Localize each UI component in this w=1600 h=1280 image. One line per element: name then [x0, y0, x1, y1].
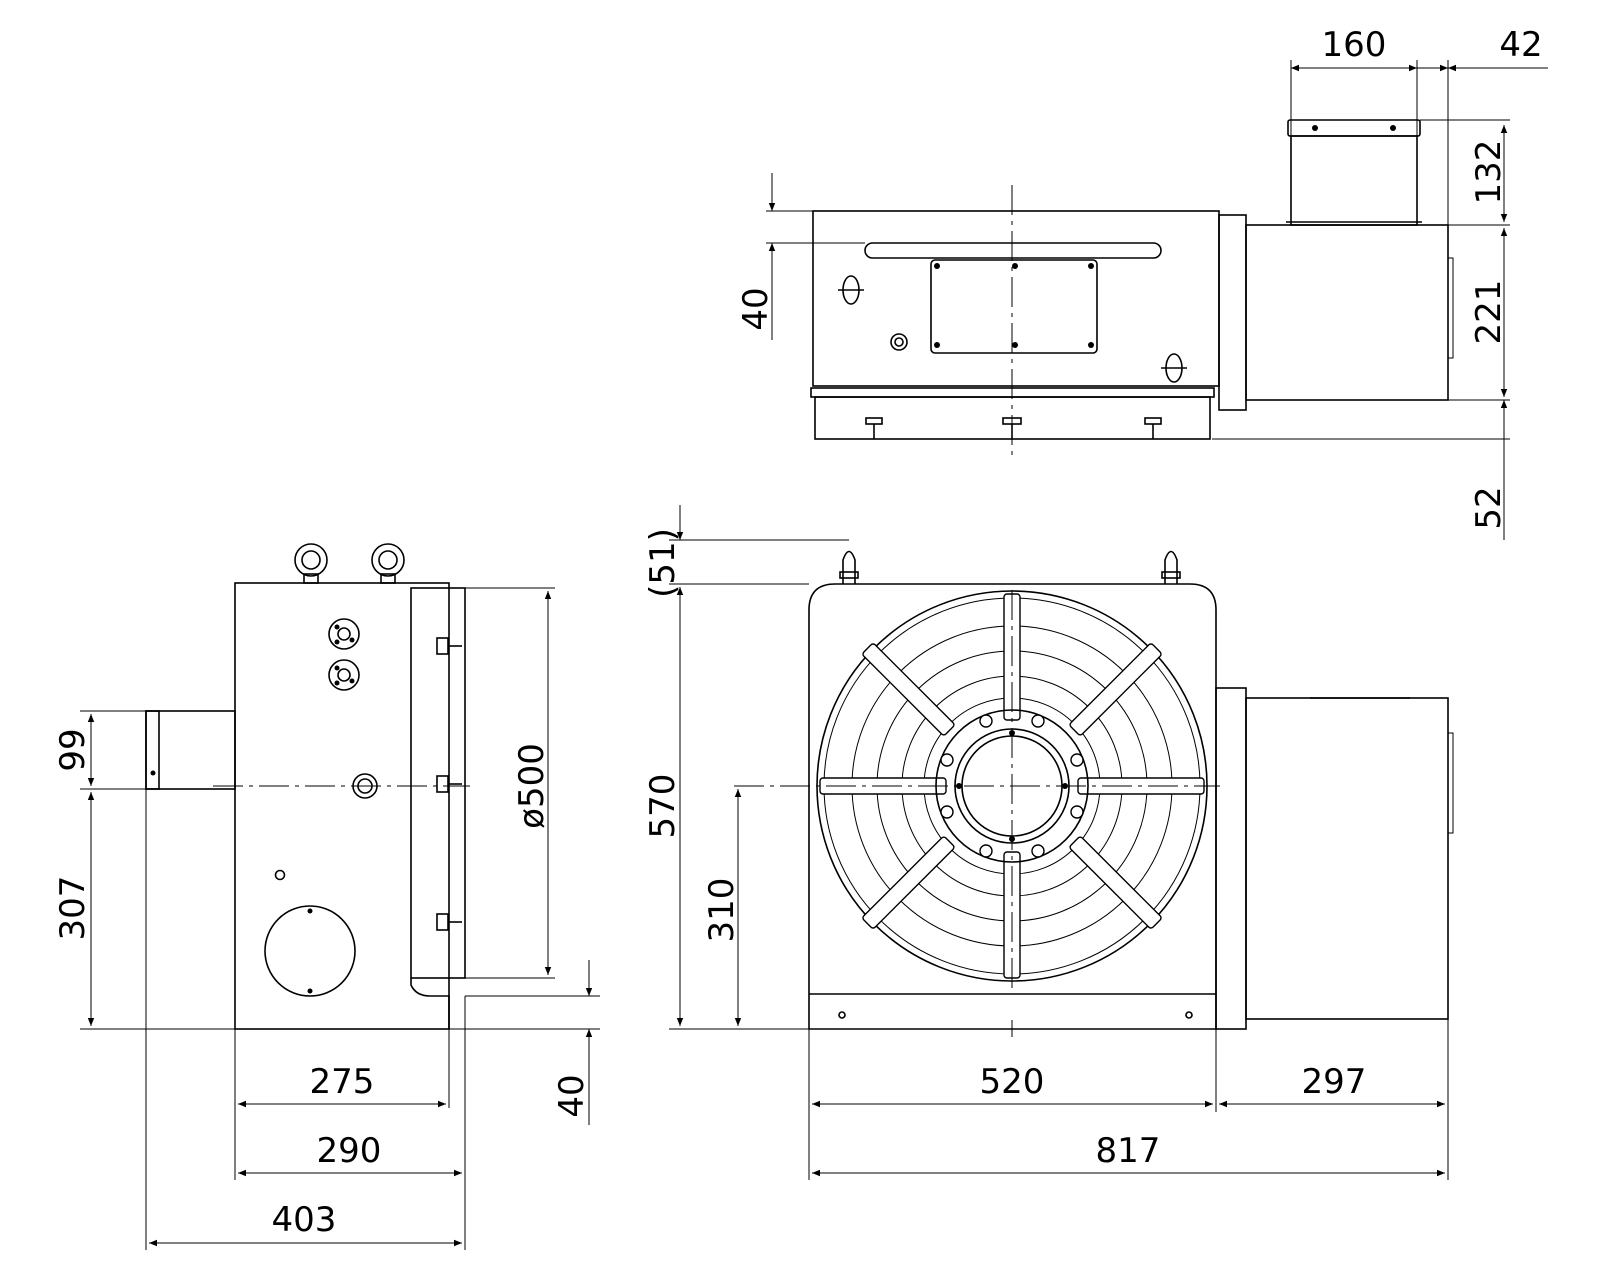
top-motor-flange — [1218, 214, 1247, 411]
dim-221: 221 — [1469, 280, 1509, 345]
top-slot — [864, 242, 1162, 259]
dim-99: 99 — [53, 728, 93, 771]
dimension-lines — [80, 60, 1548, 1250]
dim-51: (51) — [643, 528, 683, 598]
dim-dia-500: ø500 — [512, 743, 552, 829]
side-face-plate — [410, 587, 466, 979]
hub-bolt-holes — [940, 714, 1084, 858]
top-motor-stand — [1290, 135, 1418, 226]
front-view — [734, 550, 1454, 1037]
front-body-outline — [808, 583, 1217, 1030]
dim-520: 520 — [980, 1062, 1045, 1102]
dim-160: 160 — [1322, 25, 1387, 65]
side-view — [145, 543, 470, 1030]
dim-275: 275 — [310, 1062, 375, 1102]
dim-297: 297 — [1302, 1062, 1367, 1102]
t-slots — [819, 593, 1205, 979]
dim-top-40: 40 — [736, 287, 776, 330]
dim-570: 570 — [643, 774, 683, 839]
dim-side-40: 40 — [552, 1074, 592, 1117]
top-motor-body — [1245, 224, 1449, 401]
dim-290: 290 — [317, 1131, 382, 1171]
top-view — [810, 119, 1454, 455]
front-motor-body — [1245, 697, 1449, 1020]
dim-52: 52 — [1469, 486, 1509, 529]
side-body-outline — [234, 582, 450, 1030]
dim-403: 403 — [272, 1200, 337, 1240]
top-cover-plate — [930, 259, 1098, 354]
dim-310: 310 — [702, 878, 742, 943]
dim-307: 307 — [53, 876, 93, 941]
dimension-labels: 160 42 132 221 52 40 99 307 ø500 40 275 … — [53, 25, 1543, 1240]
top-body-outline — [812, 210, 1220, 387]
dim-132: 132 — [1469, 140, 1509, 205]
dim-817: 817 — [1096, 1131, 1161, 1171]
dim-42: 42 — [1499, 25, 1542, 65]
